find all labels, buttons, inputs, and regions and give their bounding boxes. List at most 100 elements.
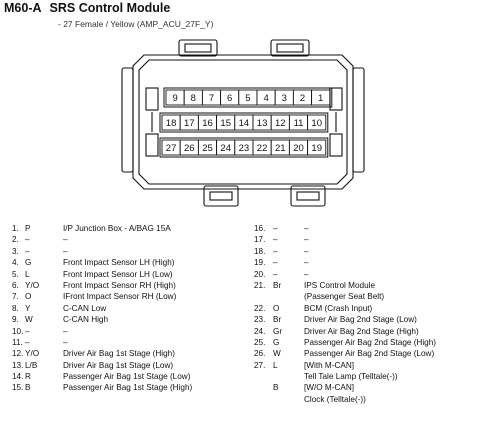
pin-desc: [With M-CAN] [304, 360, 355, 370]
pin-code: Y/O [25, 349, 40, 359]
pin-num: 14. [12, 372, 24, 382]
pin-desc: Driver Air Bag 1st Stage (High) [63, 349, 175, 359]
pin-num: 6. [12, 280, 19, 290]
pin-number: 6 [227, 93, 232, 104]
connector-code: M60-A [4, 1, 42, 15]
pin-number: 19 [311, 143, 322, 154]
pin-code: – [25, 235, 30, 245]
pin-code: W [25, 315, 33, 325]
right-key-lower [329, 133, 343, 157]
pin-number: 9 [172, 93, 177, 104]
pin-code: Y [25, 303, 31, 313]
pin-code: B [273, 383, 279, 393]
pin-code: – [25, 246, 30, 256]
pin-desc: IPS Control Module [304, 280, 375, 290]
pin-desc: Passenger Air Bag 1st Stage (High) [63, 383, 193, 393]
pin-num: 5. [12, 269, 19, 279]
pin-code: – [25, 326, 30, 336]
pin-num: 3. [12, 246, 19, 256]
pin-number: 2 [300, 93, 305, 104]
pin-number: 17 [184, 118, 195, 129]
pin-desc: – [63, 337, 68, 347]
bottom-latch-right-slot [296, 191, 320, 201]
pin-desc: Driver Air Bag 2nd Stage (Low) [304, 315, 417, 325]
left-key-upper [145, 87, 159, 111]
pin-number: 22 [257, 143, 268, 154]
pin-num: 12. [12, 349, 24, 359]
pin-cavity [307, 139, 327, 156]
left-key-lower [145, 133, 159, 157]
pin-num: 13. [12, 360, 24, 370]
pin-desc: – [304, 258, 309, 268]
pin-number: 24 [220, 143, 231, 154]
pin-desc: [W/O M-CAN] [304, 383, 355, 393]
pin-number: 25 [202, 143, 213, 154]
pin-code: L [25, 269, 30, 279]
pin-desc: Passenger Air Bag 2nd Stage (High) [304, 337, 436, 347]
pin-code: O [273, 303, 280, 313]
pin-desc: C-CAN Low [63, 303, 107, 313]
top-latch-right-slot [276, 43, 304, 53]
pin-code: G [273, 337, 280, 347]
pin-desc: (Passenger Seat Belt) [304, 292, 385, 302]
pin-number: 20 [293, 143, 304, 154]
pin-desc: Tell Tale Lamp (Telltale(-)) [304, 372, 398, 382]
module-name: SRS Control Module [49, 1, 171, 15]
pin-number: 7 [209, 93, 214, 104]
pin-code: – [273, 246, 278, 256]
pin-number: 18 [166, 118, 177, 129]
pin-desc: Front Impact Sensor LH (High) [63, 258, 175, 268]
pin-desc: BCM (Crash Input) [304, 303, 373, 313]
bottom-latch-right [290, 185, 326, 207]
pin-num: 10. [12, 326, 24, 336]
pin-number: 8 [191, 93, 196, 104]
pin-number: 16 [202, 118, 213, 129]
pin-desc: I/P Junction Box - A/BAG 15A [63, 224, 171, 233]
pin-desc: Clock (Telltale(-)) [304, 394, 366, 404]
pin-num: 19. [254, 258, 266, 268]
pin-num: 25. [254, 337, 266, 347]
pin-num: 18. [254, 246, 266, 256]
pin-num: 24. [254, 326, 266, 336]
pin-num: 17. [254, 235, 266, 245]
pin-desc: Front Impact Sensor LH (Low) [63, 269, 173, 279]
pin-code: – [273, 224, 278, 233]
pin-number: 26 [184, 143, 195, 154]
pin-code: B [25, 383, 31, 393]
pin-desc: – [304, 246, 309, 256]
pin-code: L [273, 360, 278, 370]
pin-num: 27. [254, 360, 266, 370]
pin-num: 20. [254, 269, 266, 279]
connector-subtitle: - 27 Female / Yellow (AMP_ACU_27F_Y) [58, 19, 214, 29]
pin-code: – [273, 269, 278, 279]
pin-number: 21 [275, 143, 286, 154]
pin-num: 22. [254, 303, 266, 313]
pin-desc: – [304, 235, 309, 245]
pin-num: 2. [12, 235, 19, 245]
pin-desc: Passenger Air Bag 2nd Stage (Low) [304, 349, 435, 359]
pin-number: 23 [239, 143, 250, 154]
top-latch-left-slot [184, 43, 212, 53]
pin-code: P [25, 224, 31, 233]
pin-desc: – [63, 235, 68, 245]
bottom-latch-left [203, 185, 239, 207]
pin-code: – [25, 337, 30, 347]
pin-num: 1. [12, 224, 19, 233]
pin-code: – [273, 235, 278, 245]
page-title: M60-A SRS Control Module [4, 1, 170, 15]
pin-number: 12 [275, 118, 286, 129]
pin-code: O [25, 292, 32, 302]
pin-desc: Driver Air Bag 2nd Stage (High) [304, 326, 419, 336]
pin-desc: – [304, 269, 309, 279]
pin-row-frame [159, 112, 329, 133]
pin-num: 15. [12, 383, 24, 393]
top-latch-right [270, 39, 310, 57]
pin-number: 5 [245, 93, 250, 104]
pin-desc: Driver Air Bag 1st Stage (Low) [63, 360, 174, 370]
pin-row-frame [159, 137, 329, 158]
pin-code: W [273, 349, 281, 359]
pin-code: – [273, 258, 278, 268]
pin-num: 9. [12, 315, 19, 325]
